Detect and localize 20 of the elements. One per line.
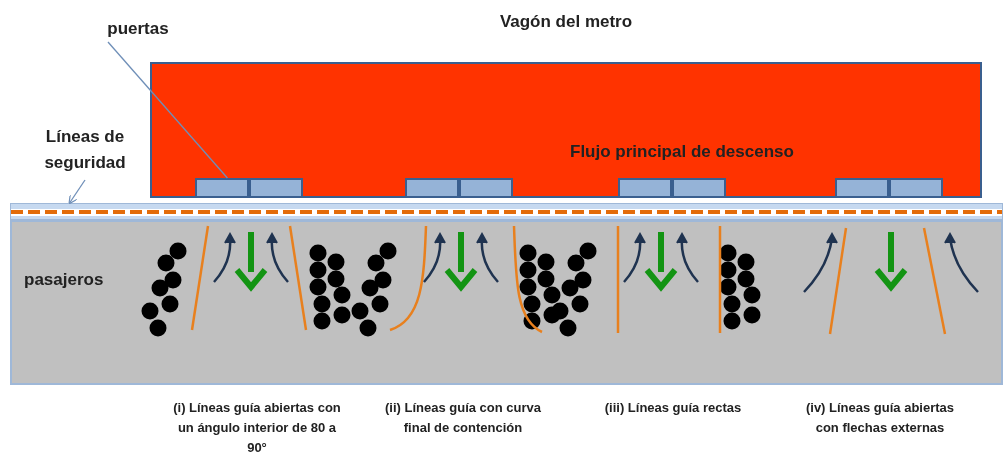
variant-caption: (iii) Líneas guía rectas [603,399,743,417]
variant-caption: (ii) Líneas guía con curva final de contención [383,399,542,437]
leader-line [107,41,229,179]
door-panel [405,178,459,198]
door-panel [459,178,513,198]
doors-label: puertas [88,16,188,42]
variant-caption: (iv) Líneas guía abiertas con flechas externas [804,399,956,437]
safety-lines-label: Líneas de seguridad [20,124,150,176]
safety-line-strip [10,203,1003,220]
door-panel [835,178,889,198]
door-panel [249,178,303,198]
door-panel [672,178,726,198]
door-panel [889,178,943,198]
variant-caption: (i) Líneas guía abiertas con un ángulo interior de 80 a 90° [172,399,342,457]
flow-label: Flujo principal de descenso [570,142,794,162]
platform-area [10,220,1003,385]
door-panel [618,178,672,198]
door-panel [195,178,249,198]
platform-label: pasajeros [24,270,104,290]
arrow [68,179,86,205]
